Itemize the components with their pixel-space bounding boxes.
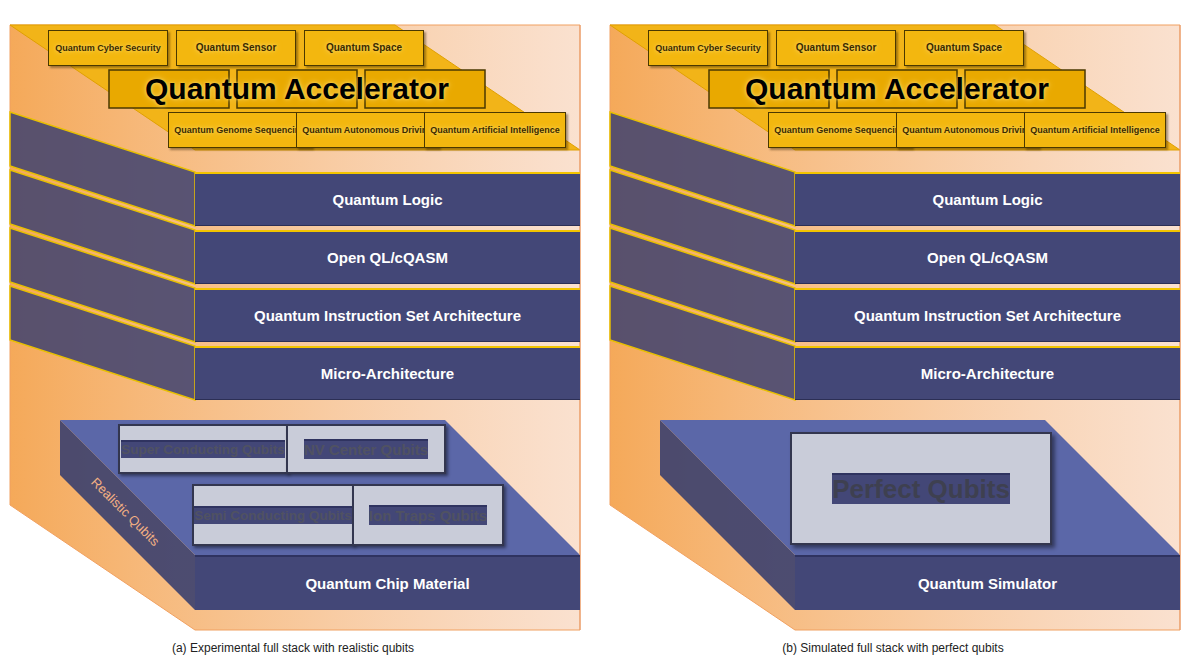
slab-label: Quantum Simulator bbox=[795, 555, 1180, 610]
stack-layer: Open QL/cQASM bbox=[195, 230, 580, 284]
application-tile: Quantum Sensor bbox=[776, 30, 896, 66]
tile-label: Quantum Autonomous Driving bbox=[302, 125, 433, 135]
application-tile: Quantum Autonomous Driving bbox=[896, 112, 1039, 148]
qubit-label: Super Conducting Qubits bbox=[121, 440, 285, 458]
qubit-tile: Ion Traps Qubits bbox=[352, 484, 504, 546]
stack-layer: Quantum Logic bbox=[195, 172, 580, 226]
stack-layer: Quantum Logic bbox=[795, 172, 1180, 226]
tile-label: Quantum Autonomous Driving bbox=[902, 125, 1033, 135]
qubit-tile: Perfect Qubits bbox=[790, 432, 1052, 545]
tile-label: Quantum Space bbox=[926, 42, 1002, 54]
side-label: Realistic Qubits bbox=[76, 463, 174, 561]
qubit-tile: Super Conducting Qubits bbox=[118, 424, 288, 474]
accelerator-face: Quantum Accelerator Quantum Cyber Securit… bbox=[10, 25, 580, 150]
qubit-label: NV Center Qubits bbox=[304, 439, 428, 458]
tile-label: Quantum Cyber Security bbox=[655, 43, 761, 53]
layer-label: Micro-Architecture bbox=[921, 365, 1054, 382]
layer-label: Quantum Logic bbox=[333, 191, 443, 208]
layer-label: Quantum Instruction Set Architecture bbox=[254, 307, 521, 324]
stack-layer: Open QL/cQASM bbox=[795, 230, 1180, 284]
layer-label: Micro-Architecture bbox=[321, 365, 454, 382]
stack-layer: Micro-Architecture bbox=[195, 346, 580, 400]
left-stack bbox=[10, 25, 580, 630]
accelerator-title: Quantum Accelerator bbox=[709, 70, 1085, 108]
stack-layer: Quantum Instruction Set Architecture bbox=[795, 288, 1180, 342]
tile-label: Quantum Genome Sequencing bbox=[774, 125, 906, 135]
figure-caption: (a) Experimental full stack with realist… bbox=[0, 640, 586, 656]
tile-label: Quantum Artificial Intelligence bbox=[430, 125, 560, 135]
tile-label: Quantum Artificial Intelligence bbox=[1030, 125, 1160, 135]
qubit-label: Ion Traps Qubits bbox=[369, 505, 487, 524]
layer-label: Open QL/cQASM bbox=[327, 249, 448, 266]
application-tile: Quantum Genome Sequencing bbox=[168, 112, 312, 148]
figure-caption: (b) Simulated full stack with perfect qu… bbox=[600, 640, 1186, 656]
chip-slab: Quantum Simulator Perfect Qubits bbox=[660, 420, 1180, 610]
layer-label: Open QL/cQASM bbox=[927, 249, 1048, 266]
tile-label: Quantum Sensor bbox=[196, 42, 277, 54]
application-tile: Quantum Space bbox=[304, 30, 424, 66]
qubit-label: Semi Conducting Qubits bbox=[194, 506, 352, 524]
accelerator-title: Quantum Accelerator bbox=[109, 70, 485, 108]
layer-label: Quantum Instruction Set Architecture bbox=[854, 307, 1121, 324]
application-tile: Quantum Cyber Security bbox=[648, 30, 768, 66]
stack-layer: Quantum Instruction Set Architecture bbox=[195, 288, 580, 342]
slab-label: Quantum Chip Material bbox=[195, 555, 580, 610]
tile-label: Quantum Cyber Security bbox=[55, 43, 161, 53]
accelerator-face: Quantum Accelerator Quantum Cyber Securit… bbox=[610, 25, 1180, 150]
tile-label: Quantum Space bbox=[326, 42, 402, 54]
qubit-tile: NV Center Qubits bbox=[286, 424, 446, 474]
application-tile: Quantum Artificial Intelligence bbox=[424, 112, 566, 148]
right-stack bbox=[610, 25, 1180, 630]
tile-label: Quantum Sensor bbox=[796, 42, 877, 54]
application-tile: Quantum Artificial Intelligence bbox=[1024, 112, 1166, 148]
tile-label: Quantum Genome Sequencing bbox=[174, 125, 306, 135]
qubit-tile: Semi Conducting Qubits bbox=[192, 484, 354, 546]
stack-layer: Micro-Architecture bbox=[795, 346, 1180, 400]
application-tile: Quantum Autonomous Driving bbox=[296, 112, 439, 148]
application-tile: Quantum Space bbox=[904, 30, 1024, 66]
qubit-label: Perfect Qubits bbox=[832, 473, 1010, 505]
application-tile: Quantum Genome Sequencing bbox=[768, 112, 912, 148]
application-tile: Quantum Sensor bbox=[176, 30, 296, 66]
application-tile: Quantum Cyber Security bbox=[48, 30, 168, 66]
layer-label: Quantum Logic bbox=[933, 191, 1043, 208]
